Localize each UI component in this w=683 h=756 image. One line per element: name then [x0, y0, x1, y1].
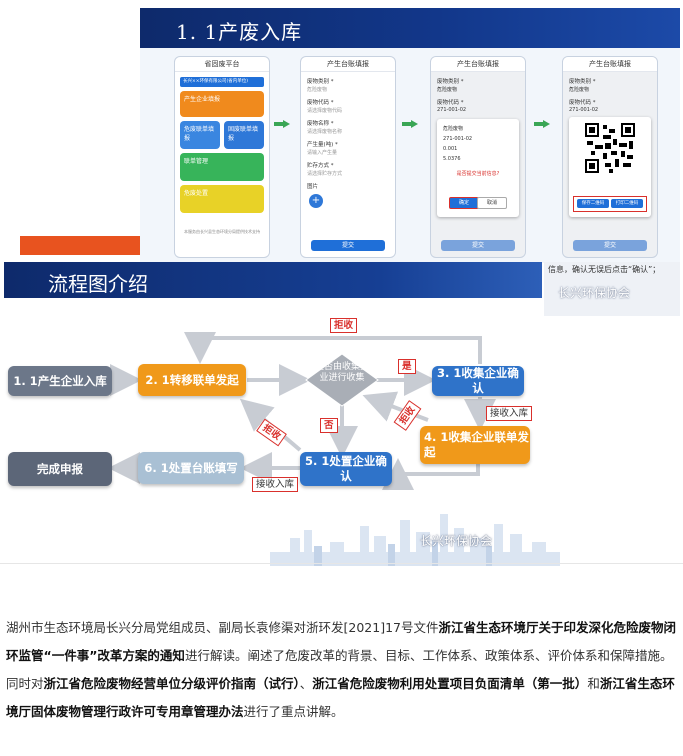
- flowchart-section-banner: 流程图介绍: [4, 262, 542, 298]
- arrow-right-icon: [534, 120, 550, 128]
- save-qrcode-button: 保存二维码: [577, 199, 609, 208]
- label-receive-1: 接收入库: [486, 406, 533, 421]
- side-caption: 信息，确认无误后点击“确认”；: [548, 265, 661, 274]
- section-title: 流程图介绍: [48, 272, 148, 296]
- qr-code-icon: [585, 123, 635, 173]
- phone3-dialog-row-3: 5.0376: [443, 156, 461, 162]
- add-photo-icon: +: [309, 194, 323, 208]
- confirm-dialog: 危险废物 271-001-02 0.001 5.0376 是否提交当前信息? 确…: [437, 119, 519, 217]
- article-bold-3: 浙江省危险废物利用处置项目负面清单（第一批）: [312, 676, 588, 691]
- qrcode-dialog: 保存二维码 打印二维码: [569, 117, 651, 217]
- phone2-field-3-value: 请输入产生量: [307, 150, 338, 156]
- phone2-field-2-value: 请选择废物名称: [307, 129, 343, 135]
- top-section-banner: 1. 1产废入库: [140, 8, 680, 48]
- article-paragraph: 湖州市生态环境局长兴分局党组成员、副局长袁修渠对浙环发[2021]17号文件浙江…: [6, 614, 682, 726]
- phone3-submit-button: 提交: [441, 240, 515, 251]
- node-producer-onboard: 1. 1产生企业入库: [8, 366, 112, 396]
- phone2-photo-label: 图片: [307, 184, 319, 190]
- article-text-4: 和: [587, 676, 600, 691]
- phone-screen-confirm: 产生台账填报 废物类别 * 危险废物 废物代码 * 271-001-02 危险废…: [430, 56, 526, 258]
- node-manifest-initiate: 2. 1转移联单发起: [138, 364, 246, 396]
- article-bold-2: 浙江省危险废物经营单位分级评价指南（试行）: [43, 676, 300, 691]
- phone3-dialog-row-1: 271-001-02: [443, 136, 473, 142]
- phone2-field-3-label: 产生量(吨) *: [307, 142, 338, 148]
- phone4-title: 产生台账填报: [563, 57, 657, 72]
- phone2-field-4-value: 请选择贮存方式: [307, 171, 343, 177]
- confirm-question: 是否提交当前信息?: [456, 171, 500, 177]
- phone2-field-1-value: 请选择废物代码: [307, 108, 343, 114]
- side-watermark: 长兴环保协会: [558, 286, 631, 300]
- qr-buttons-group: 保存二维码 打印二维码: [573, 196, 647, 212]
- phone3-field-1-label: 废物代码 *: [437, 100, 464, 106]
- print-qrcode-button: 打印二维码: [611, 199, 643, 208]
- article-text-5: 进行了重点讲解。: [243, 704, 344, 719]
- dialog-cancel-button: 取消: [477, 197, 507, 209]
- article-bold-1: 浙江省生态环境厅关于印发深化危险废物闭环监管“一件事”改革方案的通知: [6, 620, 676, 663]
- phone1-footer: 本服务由长兴县生态环境分局提供技术支持: [184, 229, 260, 234]
- label-receive-2: 接收入库: [252, 477, 299, 492]
- node-disposer-confirm: 5. 1处置企业确认: [300, 452, 392, 486]
- phone3-title: 产生台账填报: [431, 57, 525, 72]
- flowchart-connectors: [108, 332, 496, 490]
- top-banner-title: 1. 1产废入库: [176, 20, 303, 44]
- phone2-field-0-label: 废物类别 *: [307, 79, 334, 85]
- article-bold-4: 浙江省生态环境厅固体废物管理行政许可专用章管理办法: [6, 676, 675, 719]
- orange-accent-bar: [20, 236, 140, 255]
- phone4-field-0-label: 废物类别 *: [569, 79, 596, 85]
- node-complete: 完成申报: [8, 452, 112, 486]
- node-decision-text: 是否由收集企业进行收集: [314, 362, 369, 383]
- caption-side-box: 信息，确认无误后点击“确认”； 长兴环保协会: [544, 262, 680, 316]
- phone3-field-0-value: 危险废物: [437, 87, 458, 93]
- tile-produce: 产生企业填报: [180, 91, 264, 117]
- phone4-submit-button: 提交: [573, 240, 647, 251]
- phone-screen-form: 产生台账填报 废物类别 * 危险废物 废物代码 * 请选择废物代码 废物名称 *…: [300, 56, 396, 258]
- label-no: 否: [320, 418, 338, 433]
- phone2-field-4-label: 贮存方式 *: [307, 163, 334, 169]
- phone2-field-0-value: 危险废物: [307, 87, 328, 93]
- app-screens-figure: 省固废平台 长兴××环保有限公司(省内单位) 产生企业填报 危废联单填报 固废联…: [140, 48, 680, 263]
- phone4-field-1-label: 废物代码 *: [569, 100, 596, 106]
- arrow-right-icon: [274, 120, 290, 128]
- label-yes: 是: [398, 359, 416, 374]
- phone3-field-1-value: 271-001-02: [437, 107, 467, 113]
- article-text-3: 、: [299, 676, 313, 691]
- phone2-field-1-label: 废物代码 *: [307, 100, 334, 106]
- tile-manifest-manage: 联单管理: [180, 153, 264, 181]
- node-collector-manifest: 4. 1收集企业联单发起: [420, 426, 530, 464]
- phone2-field-2-label: 废物名称 *: [307, 121, 334, 127]
- node-collector-confirm: 3. 1收集企业确认: [432, 366, 524, 396]
- divider: [0, 563, 683, 564]
- arrow-right-icon: [402, 120, 418, 128]
- article-text-2: 进行解读。阐述了危废改革的背景、目标、工作体系、政策体系、评价体系和保障措施。同…: [6, 648, 673, 691]
- phone-screen-home: 省固废平台 长兴××环保有限公司(省内单位) 产生企业填报 危废联单填报 固废联…: [174, 56, 270, 258]
- dialog-ok-button: 确定: [449, 197, 479, 209]
- phone1-title: 省固废平台: [175, 57, 269, 72]
- tile-hw-manifest: 危废联单填报: [180, 121, 220, 149]
- phone3-dialog-row-0: 危险废物: [443, 126, 464, 132]
- phone4-field-0-value: 危险废物: [569, 87, 590, 93]
- phone3-dialog-row-2: 0.001: [443, 146, 458, 152]
- tile-sw-manifest: 固废联单填报: [224, 121, 264, 149]
- phone2-title: 产生台账填报: [301, 57, 395, 72]
- node-disposal-ledger: 6. 1处置台账填写: [138, 452, 244, 484]
- phone-screen-qrcode: 产生台账填报 废物类别 * 危险废物 废物代码 * 271-001-02 保存二…: [562, 56, 658, 258]
- label-reject-top: 拒收: [330, 318, 358, 333]
- tile-disposal: 危废处置: [180, 185, 264, 213]
- phone4-field-1-value: 271-001-02: [569, 107, 599, 113]
- phone2-submit-button: 提交: [311, 240, 385, 251]
- decision-diamond: [305, 353, 379, 407]
- article-text-1: 湖州市生态环境局长兴分局党组成员、副局长袁修渠对浙环发[2021]17号文件: [6, 620, 439, 635]
- city-skyline-image: [270, 514, 560, 566]
- phone3-field-0-label: 废物类别 *: [437, 79, 464, 85]
- flow-watermark: 长兴环保协会: [420, 534, 493, 548]
- phone1-company: 长兴××环保有限公司(省内单位): [180, 77, 264, 87]
